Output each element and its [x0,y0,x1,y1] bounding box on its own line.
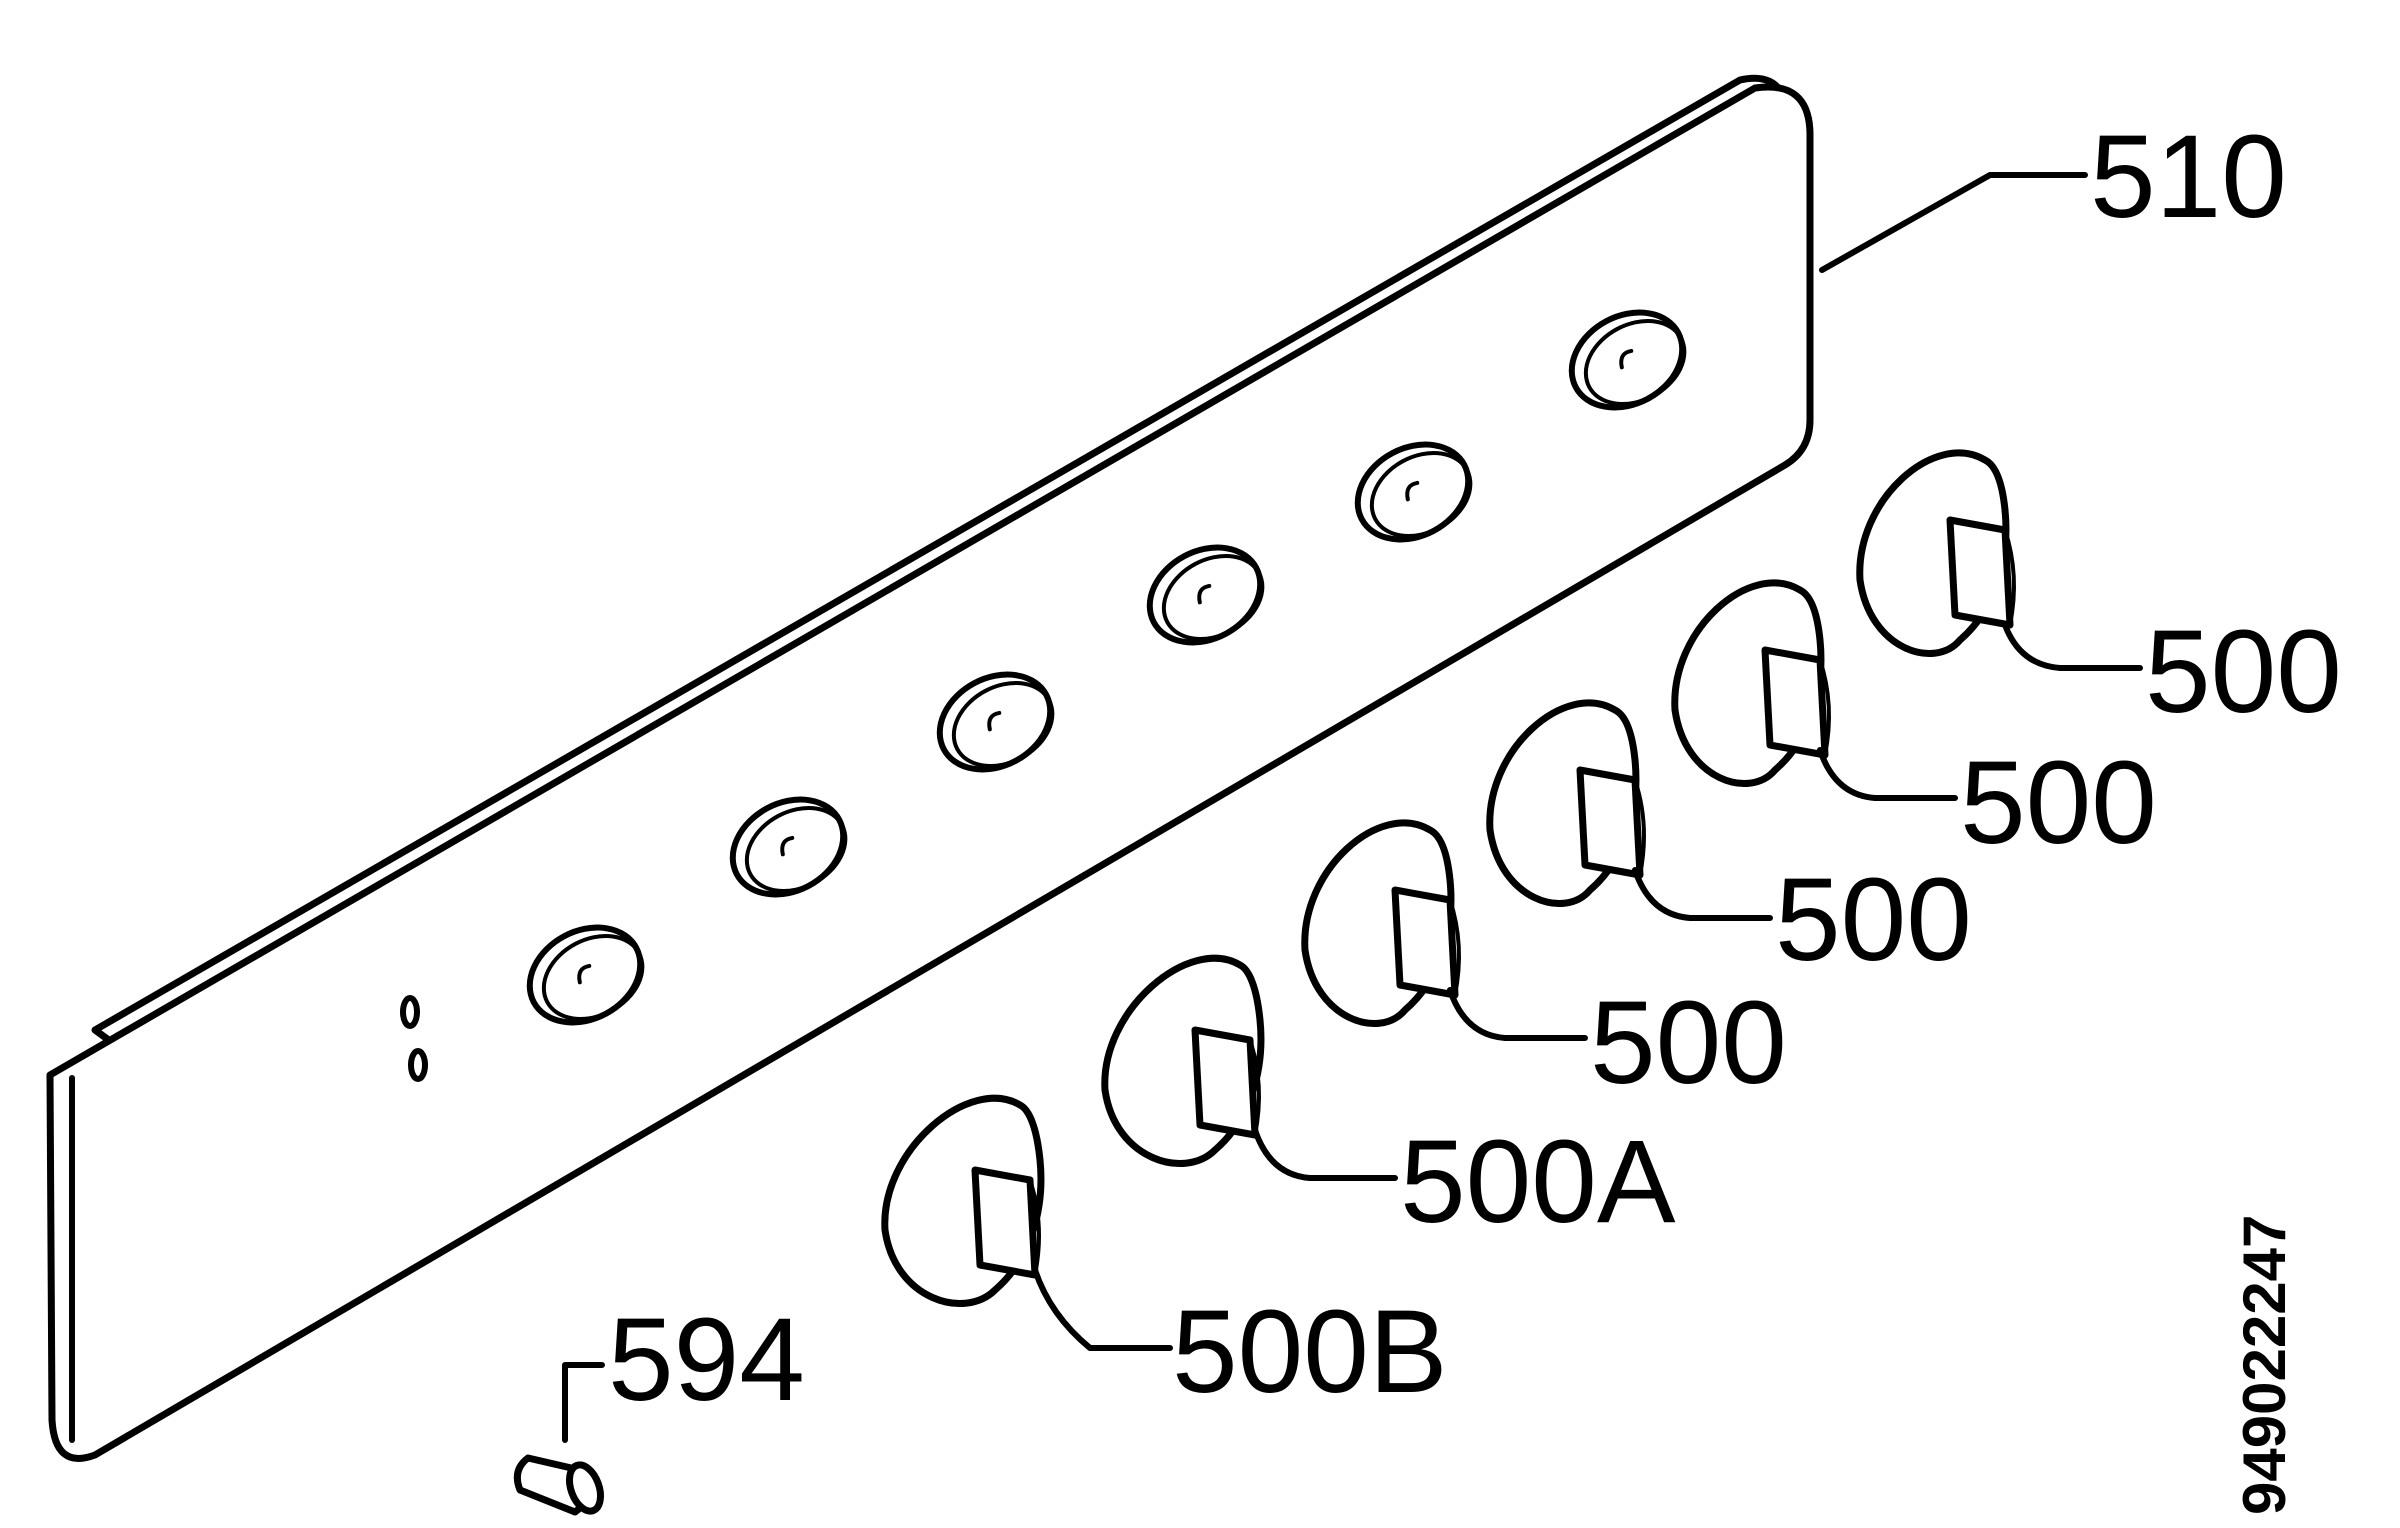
leader-lines [562,172,2143,1443]
knob-500A [1101,954,1265,1167]
knob-500B [881,1094,1045,1307]
label-510: 510 [2090,111,2287,243]
document-number: 949022247 [2231,1215,2298,1515]
knob-500-1 [1856,449,2016,657]
label-500-4: 500 [1590,977,1787,1109]
label-594: 594 [608,1294,805,1426]
label-500B: 500B [1172,1286,1448,1418]
control-panel [46,74,1814,1462]
label-500A: 500A [1400,1116,1676,1248]
label-500-2: 500 [1960,737,2157,869]
screw [513,1454,605,1516]
knob-500-3 [1486,699,1646,907]
knob-500-2 [1671,579,1831,787]
panel-apertures [526,309,1687,1026]
knob-500-4 [1301,819,1461,1027]
label-500-1: 500 [2145,606,2342,738]
label-500-3: 500 [1775,854,1972,986]
